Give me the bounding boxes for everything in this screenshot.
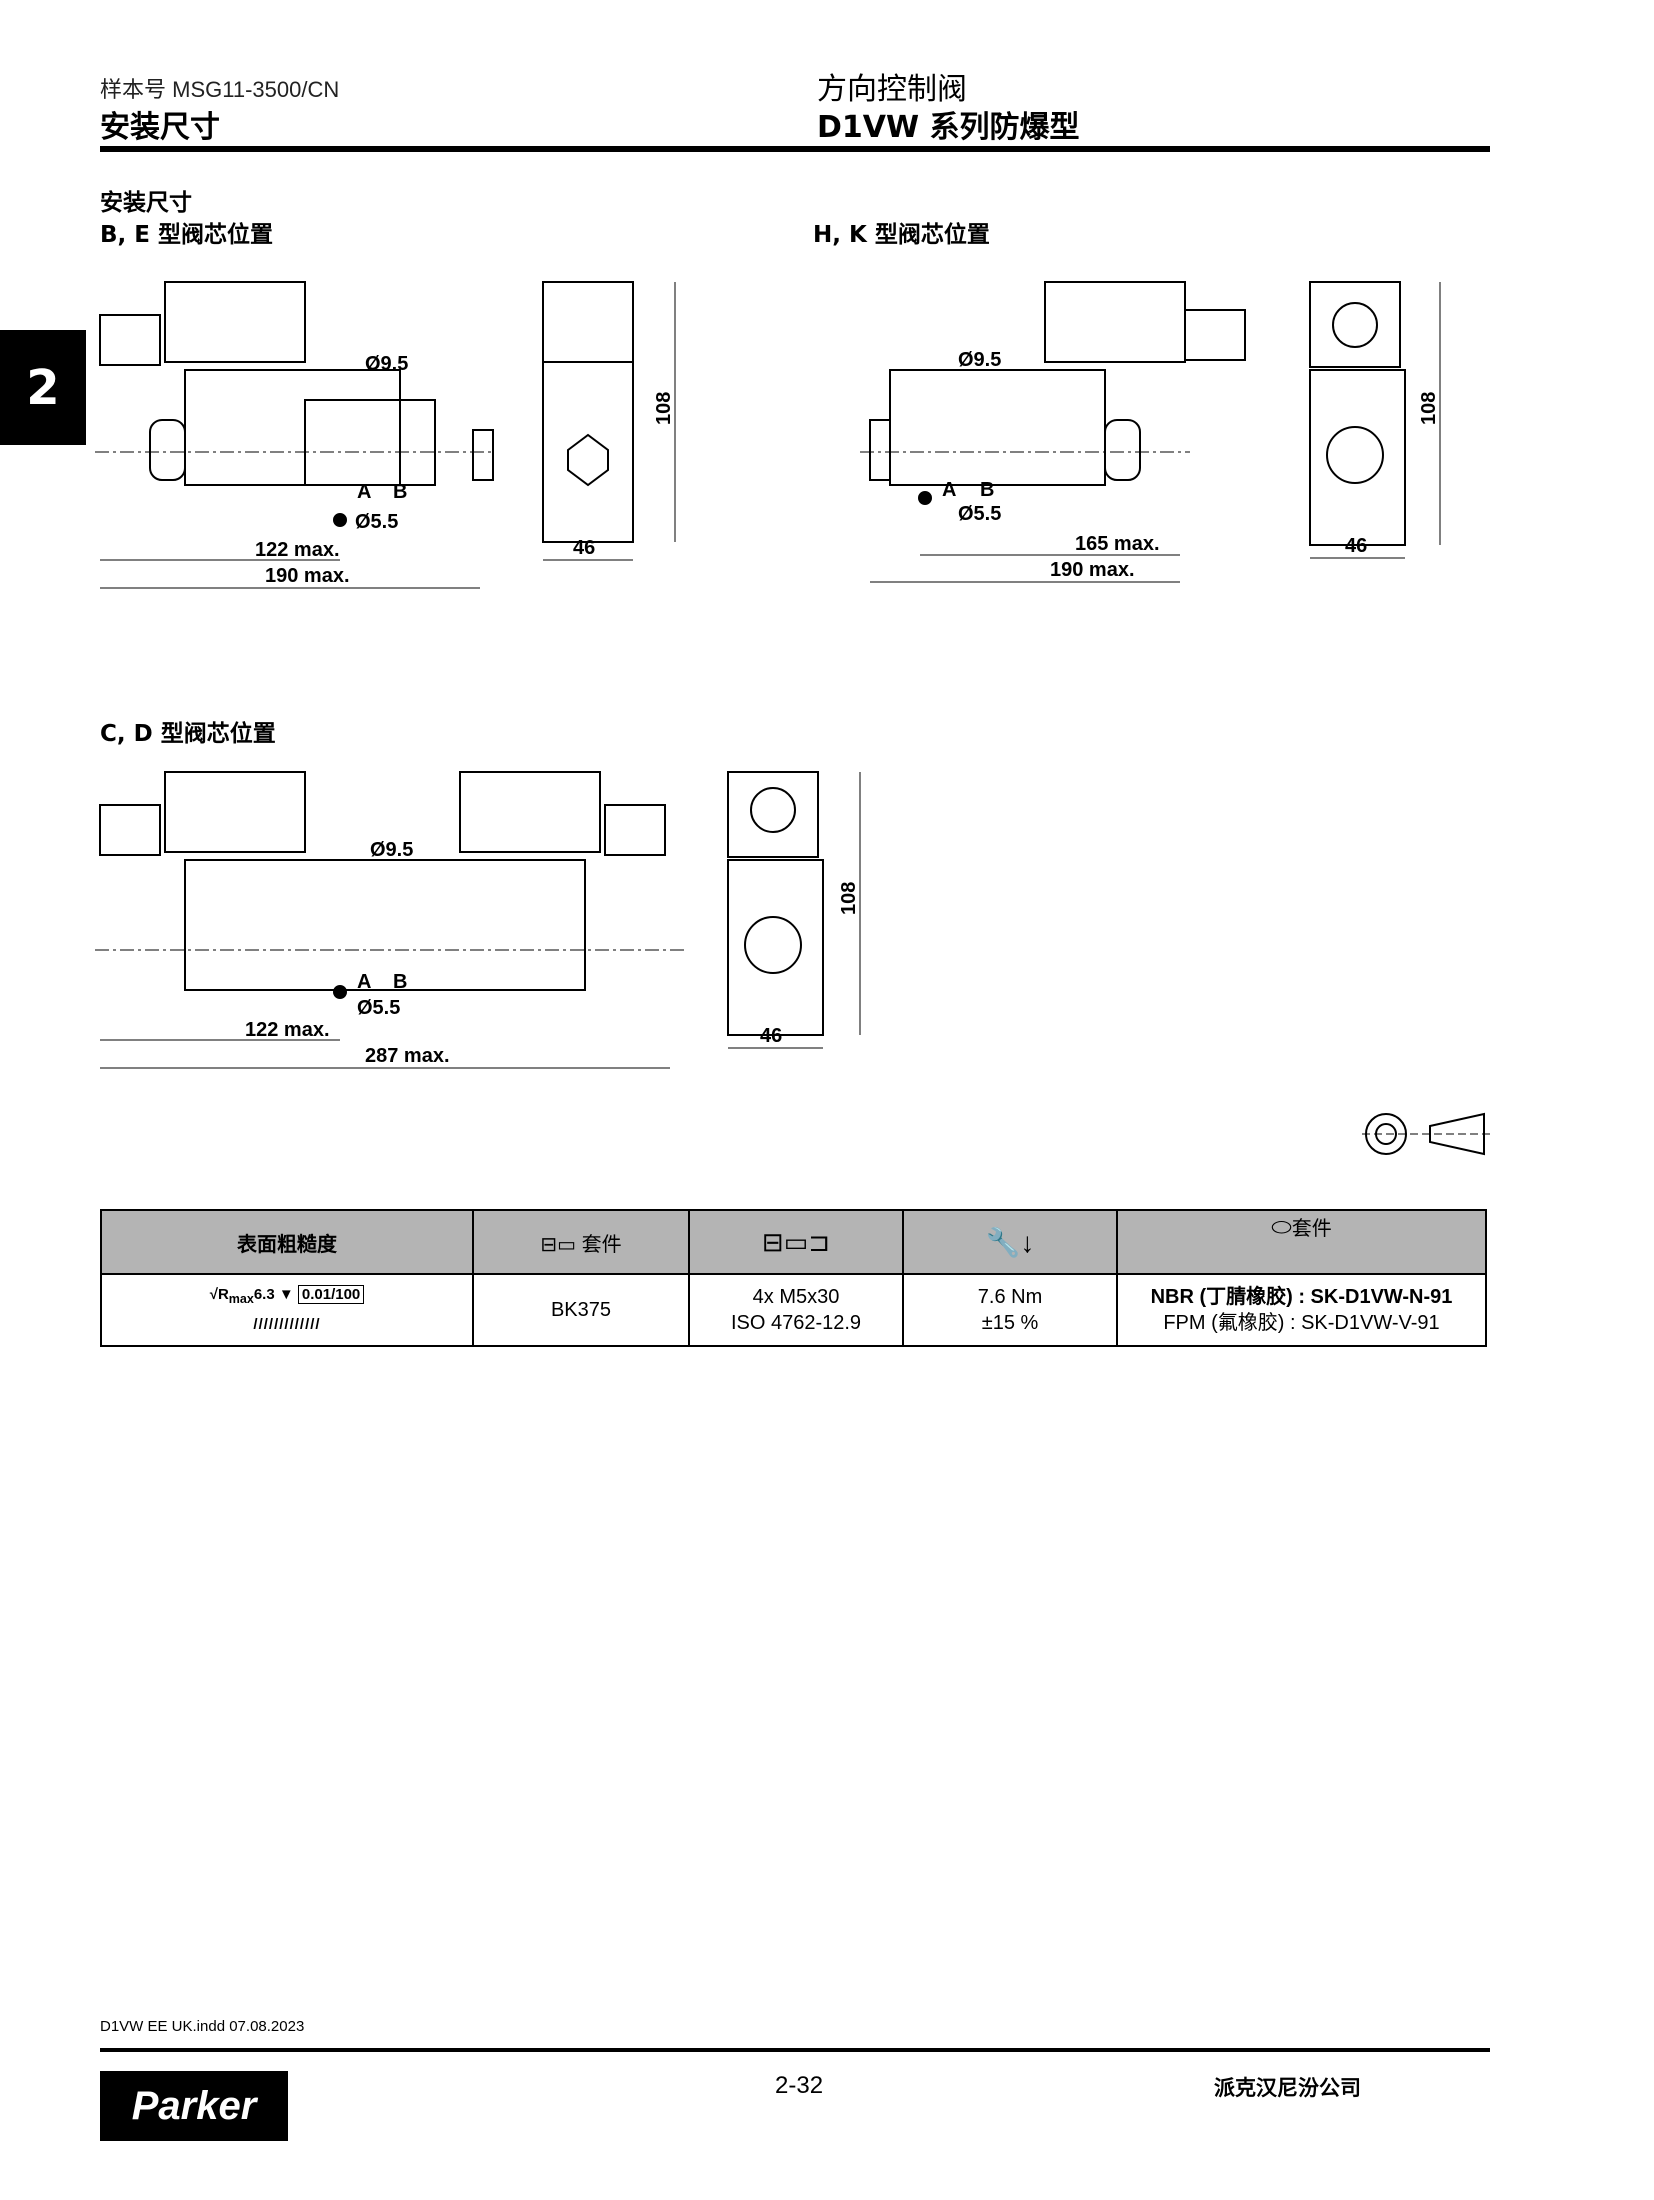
- header-seals: ⬭套件: [1116, 1209, 1487, 1275]
- torque-value: 7.6 Nm ±15 %: [902, 1273, 1118, 1347]
- dim-190: 190 max.: [1050, 559, 1135, 581]
- chapter-tab: 2: [0, 330, 86, 445]
- file-info: D1VW EE UK.indd 07.08.2023: [100, 2018, 305, 2035]
- dim-165: 165 max.: [1075, 533, 1160, 555]
- product-title: 方向控制阀: [817, 72, 967, 107]
- dim-46: 46: [1345, 535, 1367, 557]
- port-b: B: [980, 479, 994, 501]
- drawing-hk: Ø9.5 Ø5.5 A B 165 max. 190 max. 46 108: [860, 281, 1441, 583]
- company-name: 派克汉尼汾公司: [1214, 2076, 1361, 2100]
- heading-hk: H, K 型阀芯位置: [813, 222, 990, 248]
- port-b: B: [393, 971, 407, 993]
- spec-table: 表面粗糙度 ⊟▭ 套件 ⊟▭⊐ 🔧↓ ⬭套件 √Rmax6.3 ▼ 0.01/1…: [100, 1209, 1487, 1347]
- dim-108: 108: [653, 392, 675, 425]
- section-title: 安装尺寸: [100, 110, 220, 145]
- port-a: A: [357, 971, 371, 993]
- torque-line-2: ±15 %: [981, 1312, 1039, 1334]
- heading-be: B, E 型阀芯位置: [100, 222, 273, 248]
- page-number: 2-32: [775, 2072, 824, 2099]
- roughness-sub: max: [228, 1292, 254, 1306]
- dim-46: 46: [760, 1025, 782, 1047]
- header-kit: ⊟▭ 套件: [472, 1209, 690, 1275]
- screw-gauge-icon: ⊟▭⊐: [761, 1226, 831, 1257]
- projection-symbol-icon: [1362, 1112, 1490, 1156]
- dim-d55: Ø5.5: [958, 503, 1001, 525]
- dim-d55: Ø5.5: [355, 511, 398, 533]
- product-series: D1VW 系列防爆型: [817, 110, 1080, 145]
- torque-line-1: 7.6 Nm: [977, 1286, 1043, 1308]
- catalog-number: 样本号 MSG11-3500/CN: [100, 77, 340, 102]
- drawing-be: Ø9.5 Ø5.5 A B 122 max. 190 max. 46 108: [95, 281, 676, 589]
- roughness-r: R: [217, 1286, 229, 1303]
- port-a: A: [942, 479, 956, 501]
- header-rule: [100, 146, 1490, 152]
- bolts-line-2: ISO 4762-12.9: [730, 1312, 862, 1334]
- port-a: A: [357, 481, 371, 503]
- header-seals-label: 套件: [1291, 1218, 1332, 1240]
- header-kit-label: 套件: [581, 1233, 622, 1256]
- wrench-torque-icon: 🔧↓: [985, 1226, 1035, 1258]
- header-roughness: 表面粗糙度: [100, 1209, 474, 1275]
- dim-122: 122 max.: [255, 539, 340, 561]
- roughness-symbol: √Rmax6.3 ▼ 0.01/100/////////////: [100, 1273, 474, 1347]
- dim-122: 122 max.: [245, 1019, 330, 1041]
- kit-value: BK375: [472, 1273, 690, 1347]
- port-b: B: [393, 481, 407, 503]
- dim-108: 108: [838, 882, 860, 915]
- seal-fpm: FPM (氟橡胶) : SK-D1VW-V-91: [1163, 1312, 1440, 1334]
- o-ring-icon: ⬭: [1271, 1214, 1292, 1241]
- dim-46: 46: [573, 537, 595, 559]
- dim-d95: Ø9.5: [958, 349, 1001, 371]
- dim-d95: Ø9.5: [370, 839, 413, 861]
- footer-rule: [100, 2048, 1490, 2052]
- heading-main: 安装尺寸: [100, 190, 192, 216]
- dim-190: 190 max.: [265, 565, 350, 587]
- seal-nbr: NBR (丁腈橡胶) : SK-D1VW-N-91: [1150, 1286, 1453, 1308]
- heading-cd: C, D 型阀芯位置: [100, 721, 276, 747]
- header-torque: 🔧↓: [902, 1209, 1118, 1275]
- drawing-cd: Ø9.5 Ø5.5 A B 122 max. 287 max. 46 108: [95, 771, 861, 1069]
- parker-logo: Parker: [100, 2071, 288, 2141]
- flatness-value: 0.01/100: [297, 1285, 365, 1304]
- roughness-value: 6.3: [253, 1286, 275, 1303]
- bolts-line-1: 4x M5x30: [752, 1286, 840, 1308]
- dim-287: 287 max.: [365, 1045, 450, 1067]
- header-bolts: ⊟▭⊐: [688, 1209, 904, 1275]
- dim-108: 108: [1418, 392, 1440, 425]
- dim-d55: Ø5.5: [357, 997, 400, 1019]
- dim-d95: Ø9.5: [365, 353, 408, 375]
- bolt-icon: ⊟▭: [540, 1233, 582, 1256]
